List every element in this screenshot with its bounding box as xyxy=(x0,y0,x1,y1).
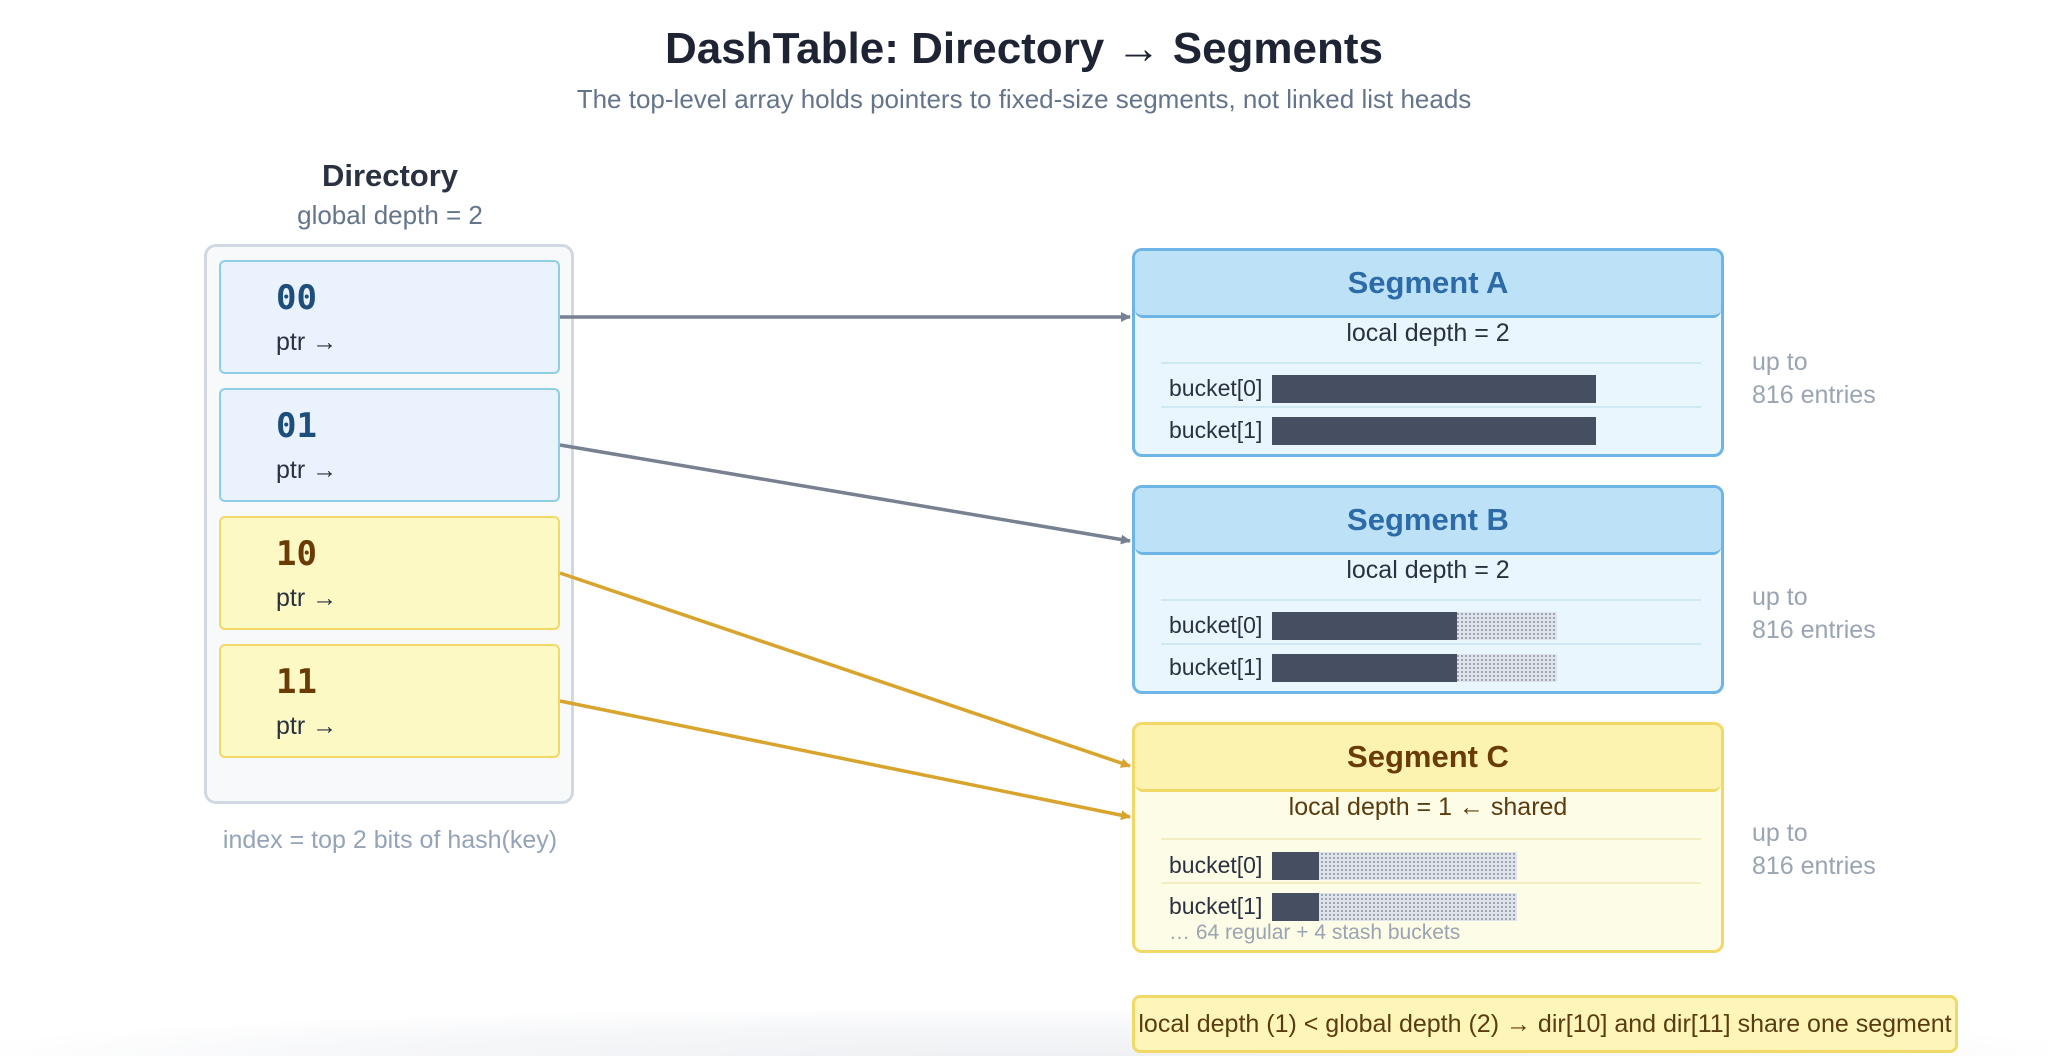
segment-c-bucket-note: … 64 regular + 4 stash buckets xyxy=(1169,921,1461,944)
directory-cell-pointer: ptr → xyxy=(276,712,338,740)
segment-c-bucket-1-bar xyxy=(1272,893,1517,921)
segment-a-divider xyxy=(1161,406,1701,408)
segment-a-capacity: up to 816 entries xyxy=(1752,346,1876,412)
segment-b-capacity: up to 816 entries xyxy=(1752,581,1876,647)
segment-a-divider xyxy=(1161,362,1701,364)
segment-c-bucket-0-fill xyxy=(1272,852,1319,880)
segment-c-capacity: up to 816 entries xyxy=(1752,817,1876,883)
arrow-11-to-segment-c xyxy=(559,699,1131,821)
segment-b: Segment B local depth = 2 bucket[0] buck… xyxy=(1132,485,1724,694)
directory-cell-01: 01 ptr → xyxy=(219,388,560,502)
segment-b-bucket-0-bar xyxy=(1272,612,1557,640)
segment-a-bucket-0-label: bucket[0] xyxy=(1169,375,1263,401)
segment-c-divider xyxy=(1161,882,1701,884)
directory-global-depth: global depth = 2 xyxy=(297,200,483,230)
segment-a: Segment A local depth = 2 bucket[0] buck… xyxy=(1132,248,1724,457)
directory-cell-index: 10 xyxy=(276,534,317,574)
segment-b-divider xyxy=(1161,643,1701,645)
directory-cell-pointer: ptr → xyxy=(276,328,338,356)
segment-c: Segment C local depth = 1 ← shared bucke… xyxy=(1132,722,1724,953)
segment-c-capacity-line1: up to xyxy=(1752,819,1808,847)
directory-cell-index: 11 xyxy=(276,662,317,702)
directory-cell-pointer: ptr → xyxy=(276,456,338,484)
segment-a-capacity-line1: up to xyxy=(1752,348,1808,376)
segment-a-bucket-0-fill xyxy=(1272,375,1596,403)
directory-caption: index = top 2 bits of hash(key) xyxy=(222,826,558,854)
segment-b-bucket-1-label: bucket[1] xyxy=(1169,654,1263,680)
segment-c-bucket-1-label: bucket[1] xyxy=(1169,893,1263,919)
segment-a-bucket-1-fill xyxy=(1272,417,1596,445)
page-subtitle: The top-level array holds pointers to fi… xyxy=(576,84,1472,114)
directory-cell-index: 01 xyxy=(276,406,317,446)
segment-a-bucket-0-bar xyxy=(1272,375,1596,403)
segment-b-divider xyxy=(1161,599,1701,601)
segment-a-capacity-line2: 816 entries xyxy=(1752,381,1876,409)
arrow-01-to-segment-b xyxy=(559,443,1131,545)
shared-segment-callout: local depth (1) < global depth (2) → dir… xyxy=(1132,995,1958,1053)
segment-a-title: Segment A xyxy=(1135,251,1721,318)
directory-cell-00: 00 ptr → xyxy=(219,260,560,374)
segment-b-title: Segment B xyxy=(1135,488,1721,555)
page-title: DashTable: Directory → Segments xyxy=(664,24,1384,73)
segment-a-bucket-1-label: bucket[1] xyxy=(1169,417,1263,443)
directory-cell-pointer: ptr → xyxy=(276,584,338,612)
segment-c-title: Segment C xyxy=(1135,725,1721,792)
directory-cell-index: 00 xyxy=(276,278,317,318)
segment-c-local-depth: local depth = 1 ← shared xyxy=(1288,793,1568,821)
segment-c-bucket-0-label: bucket[0] xyxy=(1169,852,1263,878)
segment-b-bucket-1-fill xyxy=(1272,654,1458,682)
segment-a-bucket-1-bar xyxy=(1272,417,1596,445)
segment-b-local-depth: local depth = 2 xyxy=(1346,556,1510,584)
segment-a-local-depth: local depth = 2 xyxy=(1346,319,1510,347)
segment-c-bucket-1-fill xyxy=(1272,893,1319,921)
segment-c-divider xyxy=(1161,838,1701,840)
segment-b-capacity-line1: up to xyxy=(1752,583,1808,611)
directory-title: Directory xyxy=(321,158,459,193)
segment-b-bucket-0-fill xyxy=(1272,612,1458,640)
directory-cell-10: 10 ptr → xyxy=(219,516,560,630)
segment-c-bucket-0-bar xyxy=(1272,852,1517,880)
segment-b-bucket-0-label: bucket[0] xyxy=(1169,612,1263,638)
directory-cell-11: 11 ptr → xyxy=(219,644,560,758)
segment-b-bucket-1-bar xyxy=(1272,654,1557,682)
segment-b-capacity-line2: 816 entries xyxy=(1752,616,1876,644)
segment-c-capacity-line2: 816 entries xyxy=(1752,852,1876,880)
arrow-10-to-segment-c xyxy=(559,571,1131,768)
